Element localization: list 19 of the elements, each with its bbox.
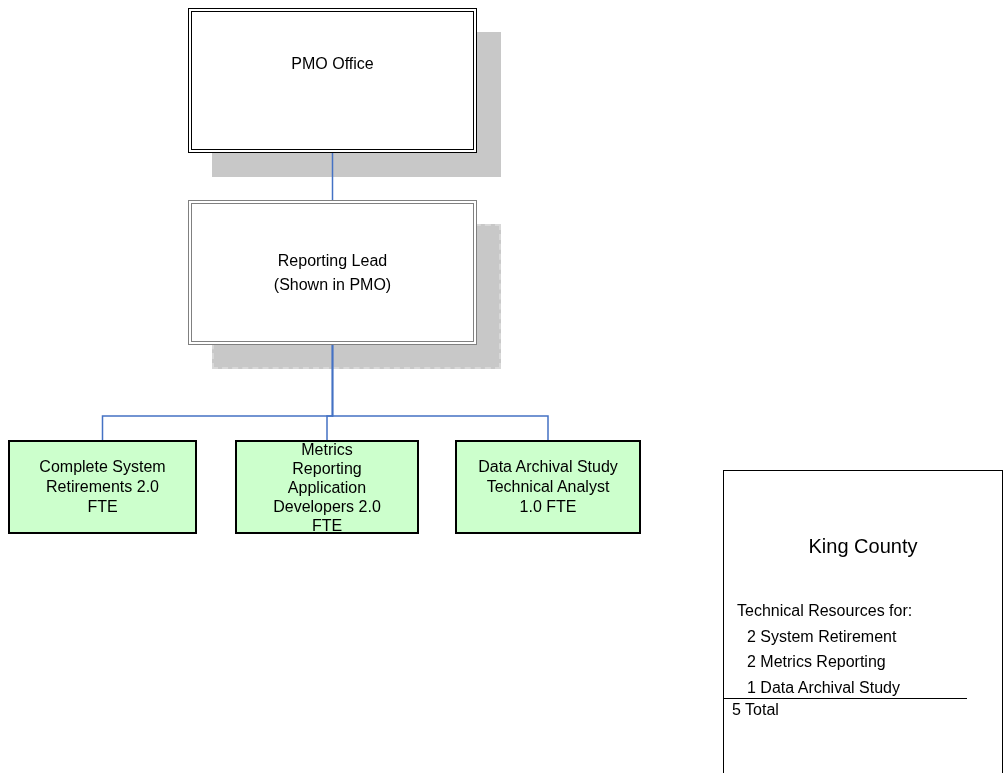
box-label: Complete System Retirements 2.0 FTE <box>38 457 167 517</box>
connector-line <box>331 152 334 201</box>
summary-box <box>723 470 1003 773</box>
box-label: PMO Office <box>291 54 374 74</box>
team-box <box>235 440 419 534</box>
team-box <box>8 440 197 534</box>
total-text: 5 Total <box>732 700 779 719</box>
org-box <box>188 8 477 153</box>
resource-line: 2 Metrics Reporting <box>747 652 886 671</box>
team-box <box>455 440 641 534</box>
box-label: Data Archival Study Technical Analyst 1.0 FTE <box>477 457 619 517</box>
resource-line: 2 System Retirement <box>747 626 897 646</box>
box-heading: King County <box>807 534 919 558</box>
resource-line: 1 Data Archival Study <box>747 677 900 697</box>
box-label: Metrics Reporting Application Developers 2.0 FTE <box>272 439 382 535</box>
org-box <box>188 200 477 345</box>
connector-line <box>331 344 549 441</box>
box-label: Reporting Lead (Shown in PMO) <box>272 250 393 295</box>
list-heading: Technical Resources for: <box>737 601 913 620</box>
